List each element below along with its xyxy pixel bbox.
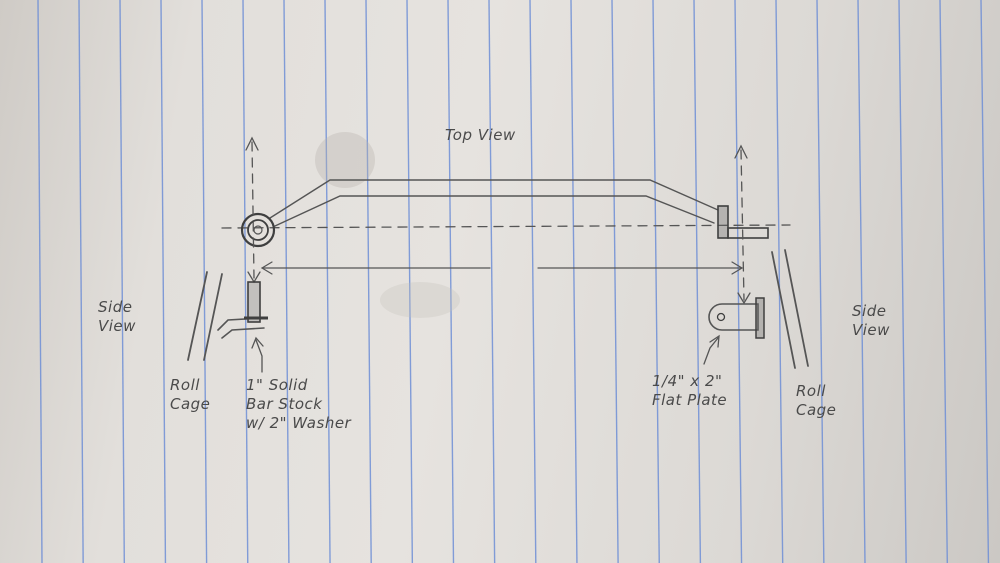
ruled-line [775,0,784,563]
ruled-line [939,0,948,563]
ruled-line [529,0,537,563]
bar-stock-leader-arrowhead [251,336,264,349]
ruled-line [406,0,414,563]
right-plate-top-view [717,205,769,239]
right-dimension-arrowhead [731,261,744,275]
ruled-lines [37,0,990,563]
roll-cage-right-label: Roll Cage [796,382,837,419]
left-dimension-arrowhead [260,261,273,275]
roll-cage-left-label: Roll Cage [170,376,211,413]
left-bar-stock-side-view [217,281,268,339]
smudge [380,282,460,318]
right-up-arrowhead [734,144,748,159]
ruled-line [980,0,990,563]
ruled-line [37,0,43,563]
left-washer-top-view [240,212,276,248]
left-up-arrowhead [245,136,259,151]
side-view-left-label: Side View [98,298,136,335]
ruled-line [447,0,455,563]
flat-plate-leader-arrowhead [709,334,720,348]
right-down-arrowhead [737,292,751,305]
ruled-line [570,0,578,563]
ruled-line [898,0,907,563]
side-view-right-label: Side View [852,302,890,339]
ruled-line [365,0,372,563]
left-vertical-dashed-line [251,141,255,279]
ruled-line [734,0,743,563]
top-view-dashed-axis [221,224,791,229]
smudge [315,132,375,188]
top-view-label: Top View [445,126,516,144]
ruled-line [693,0,702,563]
ruled-line [78,0,84,563]
bar-stock-label: 1" Solid Bar Stock w/ 2" Washer [246,376,352,432]
ruled-line [324,0,331,563]
top-view-bar-lower-edge [274,195,715,227]
flat-plate-label: 1/4" x 2" Flat Plate [652,372,728,409]
bar-stock-leader-arrow [255,339,263,373]
ruled-line [119,0,125,563]
right-roll-cage [771,249,809,369]
right-vertical-dashed-line [740,149,745,301]
flat-plate-leader-arrow [703,337,719,365]
ruled-line [488,0,496,563]
top-view-bar-upper-edge [269,179,719,219]
ruled-line [857,0,866,563]
ruled-line [283,0,290,563]
ruled-line [242,0,249,563]
ruled-line [611,0,619,563]
ruled-line [816,0,825,563]
right-flat-plate-side-view [708,297,765,339]
left-roll-cage [187,271,223,361]
ruled-line [160,0,167,563]
ruled-line [652,0,660,563]
